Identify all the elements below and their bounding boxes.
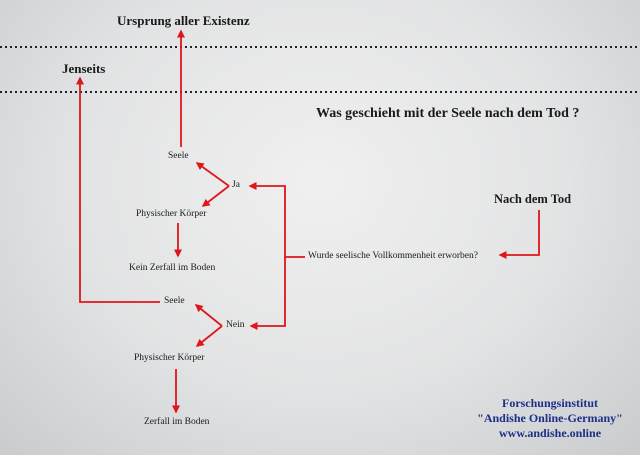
no-node: Nein — [226, 320, 245, 330]
question-title: Was geschieht mit der Seele nach dem Tod… — [316, 106, 580, 121]
origin-label: Ursprung aller Existenz — [117, 13, 250, 28]
arrow-no-to-soul — [194, 304, 223, 327]
footer-line-3: www.andishe.online — [498, 426, 602, 440]
arrow-no-to-body — [195, 325, 223, 347]
arrow-question-to-yes — [248, 182, 305, 258]
body-no-node: Physischer Körper — [134, 353, 205, 363]
arrow-yes-to-soul — [195, 162, 230, 187]
yes-node: Ja — [232, 180, 240, 190]
soul-no-node: Seele — [164, 296, 185, 306]
no-decay-node: Kein Zerfall im Boden — [129, 263, 216, 273]
footer-line-2: "Andishe Online-Germany" — [477, 411, 623, 425]
arrow-soul-to-afterlife — [76, 76, 160, 303]
footer-line-1: Forschungsinstitut — [501, 396, 599, 410]
body-yes-node: Physischer Körper — [136, 209, 207, 219]
afterlife-label: Jenseits — [62, 61, 106, 76]
arrow-after-death-to-question — [498, 210, 540, 259]
soul-yes-node: Seele — [168, 151, 189, 161]
decay-node: Zerfall im Boden — [144, 417, 210, 427]
arrow-yes-to-body — [201, 185, 230, 207]
arrow-question-to-no — [249, 257, 286, 330]
question-node: Wurde seelische Vollkommenheit erworben? — [308, 251, 478, 261]
after-death-node: Nach dem Tod — [494, 192, 572, 206]
footer-institute: Forschungsinstitut "Andishe Online-Germa… — [455, 396, 640, 441]
